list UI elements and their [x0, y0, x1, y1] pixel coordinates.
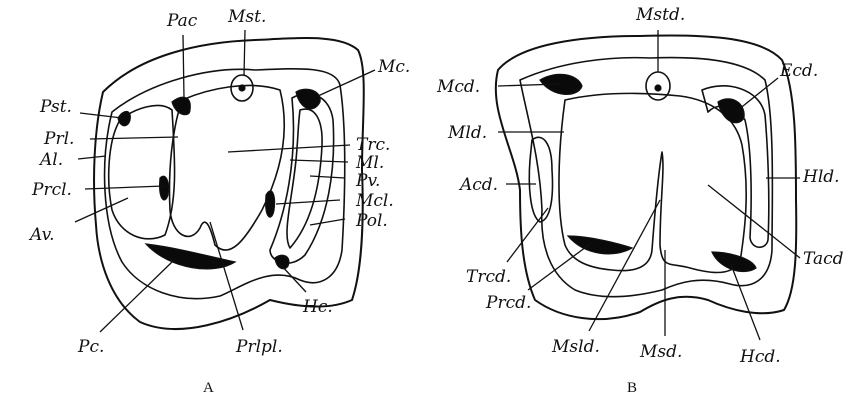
label-al: Al. [38, 150, 63, 170]
panel-b-prcd-blob [568, 236, 632, 254]
panel-a-posterior-loop-inner [287, 109, 322, 248]
panel-a-prcl-blob [160, 176, 169, 200]
panel-b-leader-ecd [738, 78, 778, 110]
panel-a-leader-prl [90, 137, 178, 139]
label-pol: Pol. [355, 211, 388, 231]
panel-a-anterior-valley [109, 105, 175, 238]
label-mcd: Mcd. [436, 77, 480, 97]
panel-b-leader-tacd [708, 185, 800, 258]
panel-a-leader-pc [100, 262, 172, 332]
panel-b-ecd-blob [718, 99, 744, 123]
panel-a-leader-pac [183, 35, 184, 98]
panel-a: Pac Mst. Mc. Pst. Prl. Al. Prcl. Av. Trc… [28, 7, 410, 396]
panel-a-leader-pst [80, 113, 122, 118]
label-mst: Mst. [227, 7, 266, 27]
label-pac: Pac [166, 11, 198, 31]
label-tacd: Tacd [803, 249, 844, 269]
panel-a-mcl-blob [266, 191, 275, 217]
label-trcd: Trcd. [466, 267, 511, 287]
panel-a-leader-mc [318, 70, 375, 96]
panel-a-leader-prcl [85, 186, 164, 189]
panel-a-posterior-loop-outer [270, 94, 334, 263]
label-mld: Mld. [447, 123, 487, 143]
panel-a-leader-pol [310, 219, 345, 225]
panel-b-leader-msld [589, 200, 660, 331]
panel-a-leader-trc [228, 145, 350, 152]
label-hcd: Hcd. [739, 347, 781, 367]
panel-a-mc-blob [296, 89, 320, 109]
panel-a-pc-blob [146, 244, 235, 269]
label-mstd: Mstd. [635, 5, 685, 25]
panel-b-acd-loop [529, 137, 552, 222]
label-hld: Hld. [802, 167, 840, 187]
panel-a-leader-al [78, 156, 106, 159]
panel-a-mst-dot [239, 85, 245, 91]
panel-b-hcd-blob [712, 252, 756, 271]
label-pc: Pc. [77, 337, 104, 357]
label-prl: Prl. [43, 129, 74, 149]
panel-b-leader-hcd [730, 262, 760, 340]
panel-a-letter: A [203, 380, 214, 396]
label-trc: Trc. [356, 135, 390, 155]
panel-a-leader-hc [280, 264, 306, 292]
panel-b-leader-prcd [528, 244, 590, 290]
panel-a-leader-av [75, 198, 128, 222]
panel-a-pst-blob [118, 111, 130, 125]
label-hc: Hc. [302, 297, 333, 317]
label-msld: Msld. [551, 337, 600, 357]
label-mcl: Mcl. [355, 191, 394, 211]
label-msd: Msd. [639, 342, 682, 362]
label-ml: Ml. [355, 153, 384, 173]
panel-b: Mstd. Mcd. Ecd. Mld. Hld. Acd. Trcd. Prc… [436, 5, 844, 396]
label-prcd: Prcd. [485, 293, 531, 313]
label-pst: Pst. [39, 97, 72, 117]
panel-a-leader-ml [290, 160, 348, 162]
label-ecd: Ecd. [779, 61, 818, 81]
label-av: Av. [28, 225, 55, 245]
panel-a-leader-prlpl [210, 222, 243, 330]
panel-b-leader-trcd [507, 208, 548, 262]
panel-a-leader-pv [310, 176, 345, 178]
panel-b-letter: B [627, 380, 637, 396]
label-acd: Acd. [458, 175, 498, 195]
label-prlpl: Prlpl. [235, 337, 283, 357]
panel-a-pac-blob [172, 97, 190, 114]
label-mc: Mc. [377, 57, 410, 77]
label-pv: Pv. [355, 171, 380, 191]
label-prcl: Prcl. [31, 180, 72, 200]
panel-b-mstd-dot [655, 85, 661, 91]
